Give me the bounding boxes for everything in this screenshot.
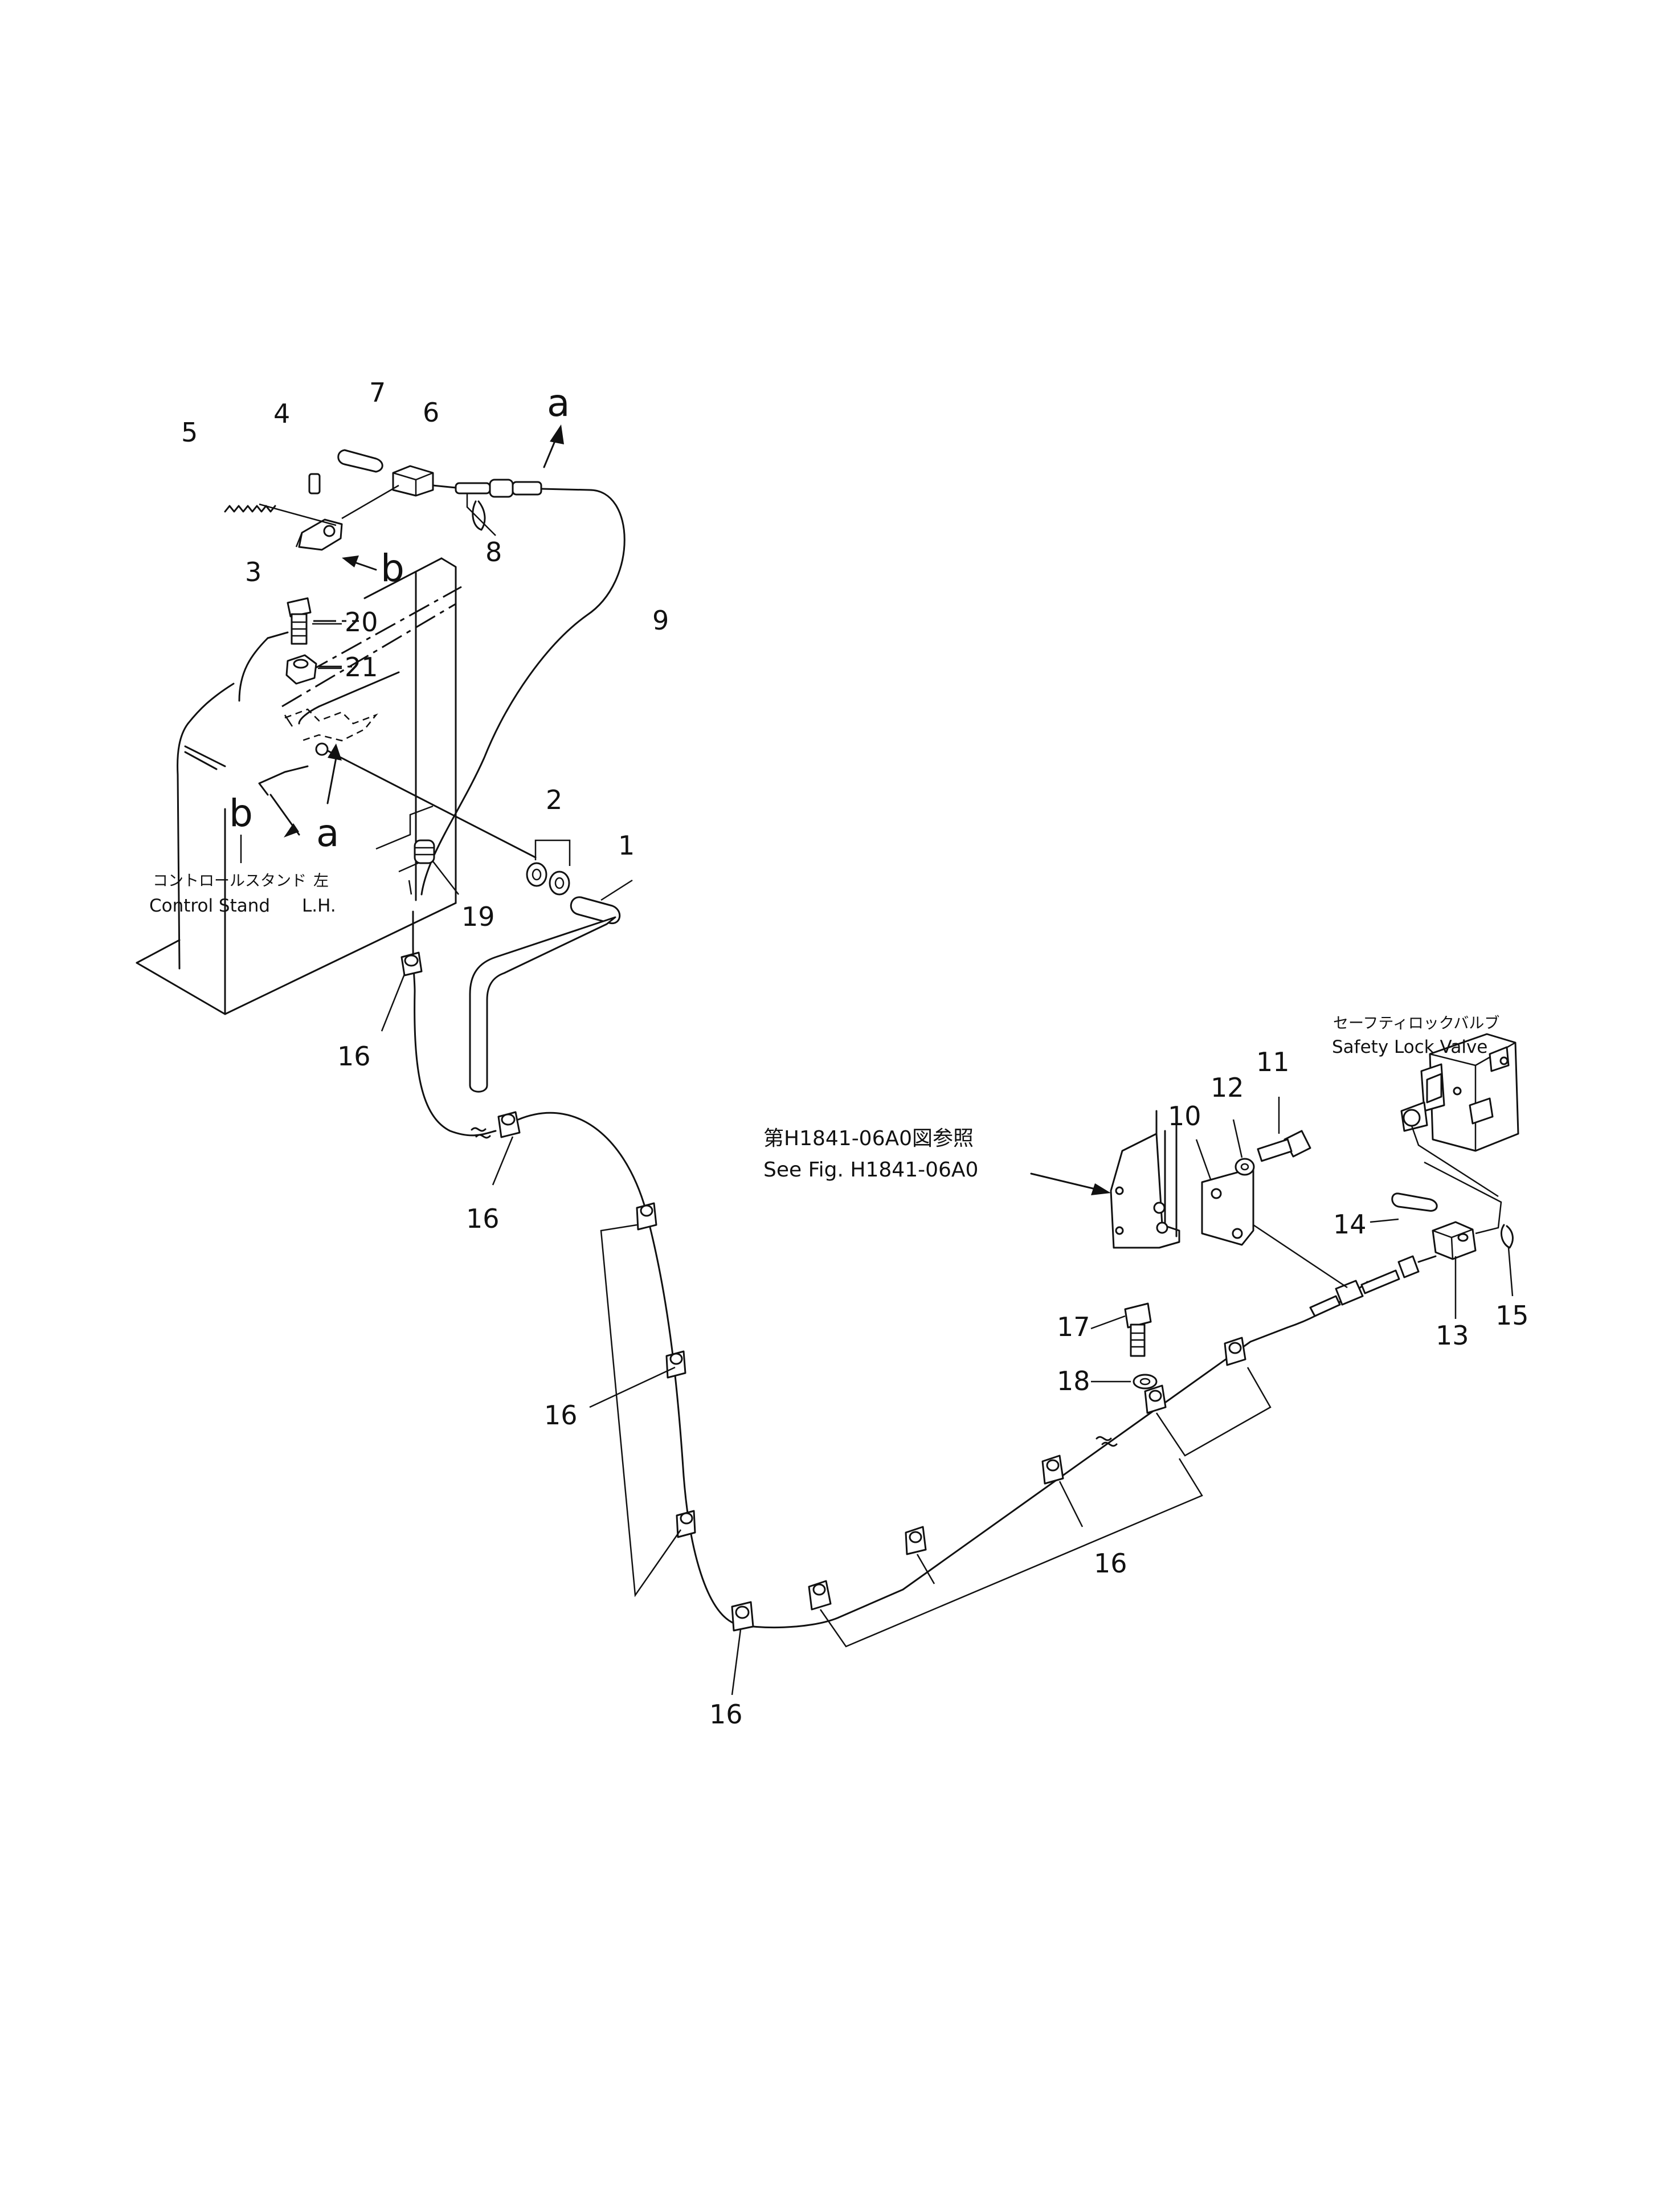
part-label-17: 17 xyxy=(1057,1312,1090,1342)
view-letter-b-top: b xyxy=(381,546,404,590)
clamp-16-e xyxy=(676,1510,696,1538)
caption-control-stand-jp: コントロールスタンド xyxy=(153,872,306,890)
clamp-16-f xyxy=(731,1601,754,1632)
reference-jp: 第H1841-06A0図参照 xyxy=(763,1127,974,1150)
clamp-16-j xyxy=(1144,1384,1167,1414)
cable-9 xyxy=(420,489,626,896)
view-letter-a-stand: a xyxy=(316,811,339,855)
part-label-19: 19 xyxy=(461,901,495,932)
part-label-6: 6 xyxy=(423,397,439,428)
part-label-14: 14 xyxy=(1333,1209,1367,1240)
bolt-20 xyxy=(287,597,312,645)
part-label-10: 10 xyxy=(1168,1101,1201,1131)
part-label-16-a: 16 xyxy=(337,1041,371,1072)
part-label-15: 15 xyxy=(1495,1300,1529,1331)
bracket-10 xyxy=(1201,1167,1254,1246)
pin-4 xyxy=(308,473,321,495)
part-label-4: 4 xyxy=(273,398,290,429)
reference-en: See Fig. H1841-06A0 xyxy=(763,1158,978,1182)
cable-lower-left xyxy=(412,910,497,1137)
part-label-11: 11 xyxy=(1256,1047,1290,1077)
part-label-16-e: 16 xyxy=(709,1699,743,1730)
clamp-16-a xyxy=(400,951,423,977)
part-label-1: 1 xyxy=(618,830,635,861)
safety-lock-valve xyxy=(1400,1033,1519,1152)
view-letter-a-top: a xyxy=(547,381,570,425)
pin-14 xyxy=(1391,1192,1438,1212)
caption-control-stand: Control Stand xyxy=(149,896,270,916)
cable-end-9 xyxy=(432,479,591,498)
part-label-13: 13 xyxy=(1436,1320,1469,1351)
clamp-16-h xyxy=(905,1526,927,1555)
clip-8 xyxy=(472,500,486,531)
cable-long-run xyxy=(517,1112,1368,1629)
caption-safety-valve: Safety Lock Valve xyxy=(1332,1037,1487,1057)
clamp-16-i xyxy=(1041,1455,1064,1485)
bushing-2 xyxy=(526,862,570,896)
part-label-3: 3 xyxy=(245,557,261,587)
yoke-13 xyxy=(1432,1221,1477,1260)
view-letter-b-stand: b xyxy=(229,791,253,835)
clamp-16-b xyxy=(497,1111,521,1138)
lever-3 xyxy=(295,518,343,551)
part-label-9: 9 xyxy=(652,605,669,636)
caption-safety-valve-jp: セーフティロックバルブ xyxy=(1333,1015,1499,1032)
lever-1 xyxy=(469,896,621,1093)
part-label-5: 5 xyxy=(181,417,198,448)
clamp-16-d xyxy=(665,1350,686,1379)
mount-bracket xyxy=(1110,1110,1180,1249)
part-label-2: 2 xyxy=(546,785,562,815)
part-label-18: 18 xyxy=(1057,1366,1090,1396)
arrow-b-upper xyxy=(342,555,359,567)
part-label-16-b: 16 xyxy=(466,1203,500,1234)
clamp-16-c xyxy=(636,1202,657,1231)
part-label-7: 7 xyxy=(369,377,386,408)
washer-12 xyxy=(1235,1158,1255,1176)
washer-18 xyxy=(1133,1374,1158,1390)
grommet-19 xyxy=(414,839,435,864)
bolt-17 xyxy=(1124,1302,1152,1357)
yoke-6 xyxy=(392,465,434,497)
bolt-11 xyxy=(1257,1130,1311,1162)
part-label-16-c: 16 xyxy=(544,1400,578,1431)
caption-control-stand-lh: L.H. xyxy=(302,896,336,916)
part-label-21: 21 xyxy=(345,652,378,683)
part-label-8: 8 xyxy=(485,537,502,567)
pin-7 xyxy=(337,449,383,473)
clamp-16-k xyxy=(1224,1337,1246,1366)
clamp-16-g xyxy=(808,1580,832,1611)
part-label-20: 20 xyxy=(345,607,378,638)
part-label-16-d: 16 xyxy=(1094,1548,1127,1579)
clip-15 xyxy=(1501,1224,1514,1249)
part-label-12: 12 xyxy=(1211,1072,1244,1103)
nut-21 xyxy=(285,654,317,685)
caption-control-stand-lh-jp: 左 xyxy=(313,872,329,890)
cable-end-valve xyxy=(1309,1255,1420,1317)
